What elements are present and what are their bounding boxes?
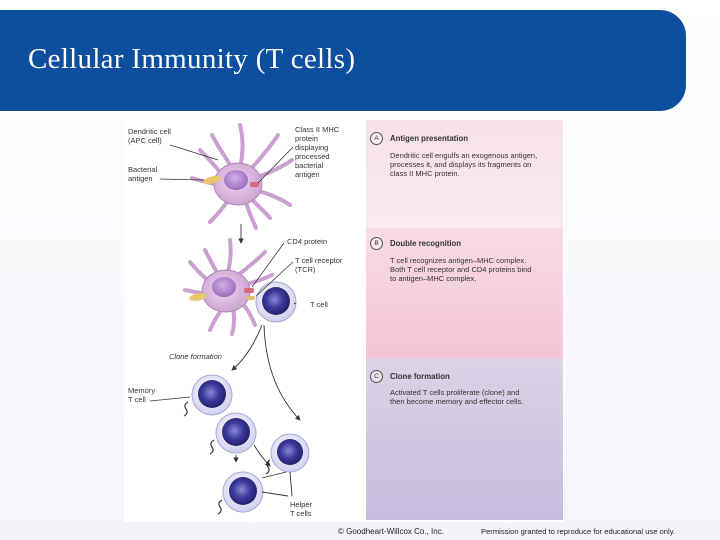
panel-c-badge: C [370,370,383,383]
clone-t-cell-middle [210,413,256,454]
label-tcr-2: (TCR) [295,265,315,274]
panel-b-heading: Double recognition [390,239,461,248]
panel-a-line-3: class II MHC protein. [390,169,460,178]
panel-c-heading: Clone formation [390,372,450,381]
footer-permission: Permission granted to reproduce for educ… [481,527,675,536]
helper-t-cell-1 [266,434,309,474]
panel-a-heading: Antigen presentation [390,134,468,143]
panel-c-line-2: then become memory and effector cells. [390,397,523,406]
label-t-cell: T cell [310,300,328,309]
label-helper-2: T cells [290,509,312,518]
dendritic-cell-2 [185,240,272,334]
panel-b-line-1: T cell recognizes antigen–MHC complex. [390,256,526,265]
panel-a-badge: A [370,132,383,145]
memory-t-cell [184,375,232,416]
label-class2-mhc-2: protein [295,134,318,143]
label-antigen: antigen [128,174,153,183]
label-class2-mhc-6: antigen [295,170,320,179]
label-class2-mhc-1: Class II MHC [295,125,339,134]
label-class2-mhc-5: bacterial [295,161,323,170]
panel-b-line-2: Both T cell receptor and CD4 proteins bi… [390,265,531,274]
panel-a-line-2: processes it, and displays its fragments… [390,160,531,169]
label-cd4-protein: CD4 protein [287,237,327,246]
t-cell-bound [256,282,296,322]
footer-copyright: © Goodheart-Willcox Co., Inc. [338,527,444,536]
label-tcr-1: T cell receptor [295,256,342,265]
panel-a-line-1: Dendritic cell engulfs an exogenous anti… [390,151,537,160]
panel-b-badge: B [370,237,383,250]
label-clone-formation: Clone formation [169,352,222,361]
label-memory: Memory [128,386,155,395]
panel-b-line-3: to antigen–MHC complex. [390,274,476,283]
helper-t-cell-2 [218,472,263,514]
label-helper-1: Helper [290,500,312,509]
label-class2-mhc-4: processed [295,152,330,161]
label-bacterial: Bacterial [128,165,157,174]
label-memory-t-cell: T cell [128,395,146,404]
label-class2-mhc-3: displaying [295,143,328,152]
label-apc-cell: (APC cell) [128,136,162,145]
panel-c-line-1: Activated T cells proliferate (clone) an… [390,388,519,397]
dendritic-cell-1 [192,125,292,228]
label-dendritic-cell: Dendritic cell [128,127,171,136]
